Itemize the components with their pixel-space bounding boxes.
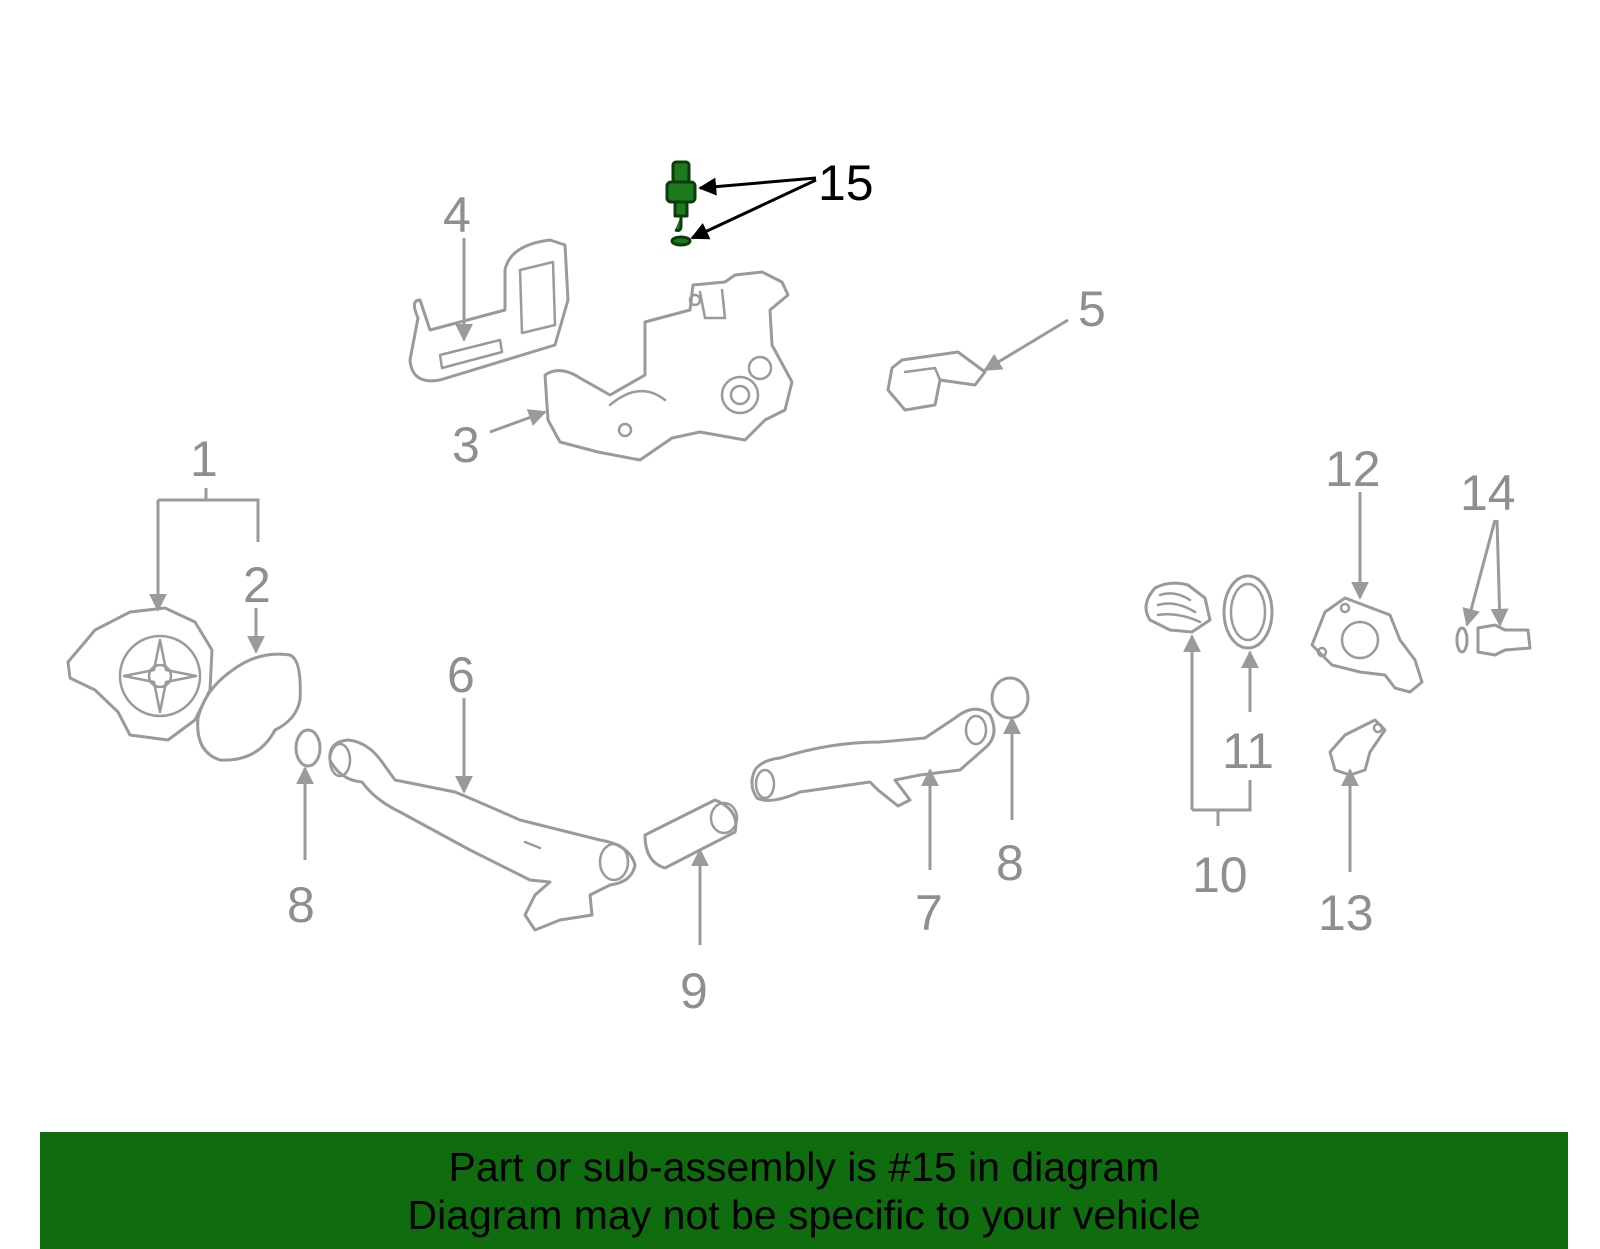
part-10-thermostat[interactable] xyxy=(1144,581,1212,634)
callout-12: 12 xyxy=(1325,441,1381,497)
callout-14: 14 xyxy=(1460,465,1516,521)
callout-8-right: 8 xyxy=(996,835,1024,891)
callout-15: 15 xyxy=(818,155,874,211)
callout-8-left: 8 xyxy=(287,877,315,933)
leader-5 xyxy=(983,318,1069,372)
leader-10-11 xyxy=(1183,634,1259,826)
callout-5: 5 xyxy=(1078,281,1106,337)
callout-10: 10 xyxy=(1192,847,1248,903)
callout-9: 9 xyxy=(680,963,708,1019)
callout-1: 1 xyxy=(190,431,218,487)
parts-diagram: 1 2 3 4 5 6 7 8 8 9 10 11 12 13 14 15 xyxy=(66,155,1532,1019)
callout-13: 13 xyxy=(1318,885,1374,941)
callout-6: 6 xyxy=(447,647,475,703)
part-5-bracket[interactable] xyxy=(886,350,987,412)
part-3-housing[interactable] xyxy=(543,270,794,462)
leader-14 xyxy=(1462,519,1509,627)
callout-11: 11 xyxy=(1222,723,1274,779)
info-banner: Part or sub-assembly is #15 in diagram D… xyxy=(40,1132,1568,1249)
leader-1 xyxy=(149,488,260,612)
leader-3 xyxy=(489,409,547,434)
part-15-sensor[interactable] xyxy=(665,160,697,232)
part-4-gasket[interactable] xyxy=(408,238,570,383)
banner-line-2: Diagram may not be specific to your vehi… xyxy=(407,1191,1201,1238)
part-12-cover[interactable] xyxy=(1310,596,1424,694)
callout-7: 7 xyxy=(915,885,943,941)
banner-line-1: Part or sub-assembly is #15 in diagram xyxy=(448,1143,1160,1190)
part-13-fitting[interactable] xyxy=(1328,718,1387,777)
part-15-o-ring[interactable] xyxy=(670,235,692,247)
leader-15 xyxy=(690,176,817,240)
part-6-pipe[interactable] xyxy=(328,738,637,932)
callout-2: 2 xyxy=(243,557,271,613)
callout-4: 4 xyxy=(443,187,471,243)
part-1-water-pump[interactable] xyxy=(66,606,214,742)
part-2-gasket[interactable] xyxy=(196,652,302,762)
callout-3: 3 xyxy=(452,417,480,473)
part-7-pipe[interactable] xyxy=(750,707,996,808)
part-9-hose[interactable] xyxy=(643,798,739,870)
part-8-o-ring-left[interactable] xyxy=(294,728,322,768)
part-14-sensor[interactable] xyxy=(1455,623,1532,657)
part-8-o-ring-right[interactable] xyxy=(990,676,1030,720)
